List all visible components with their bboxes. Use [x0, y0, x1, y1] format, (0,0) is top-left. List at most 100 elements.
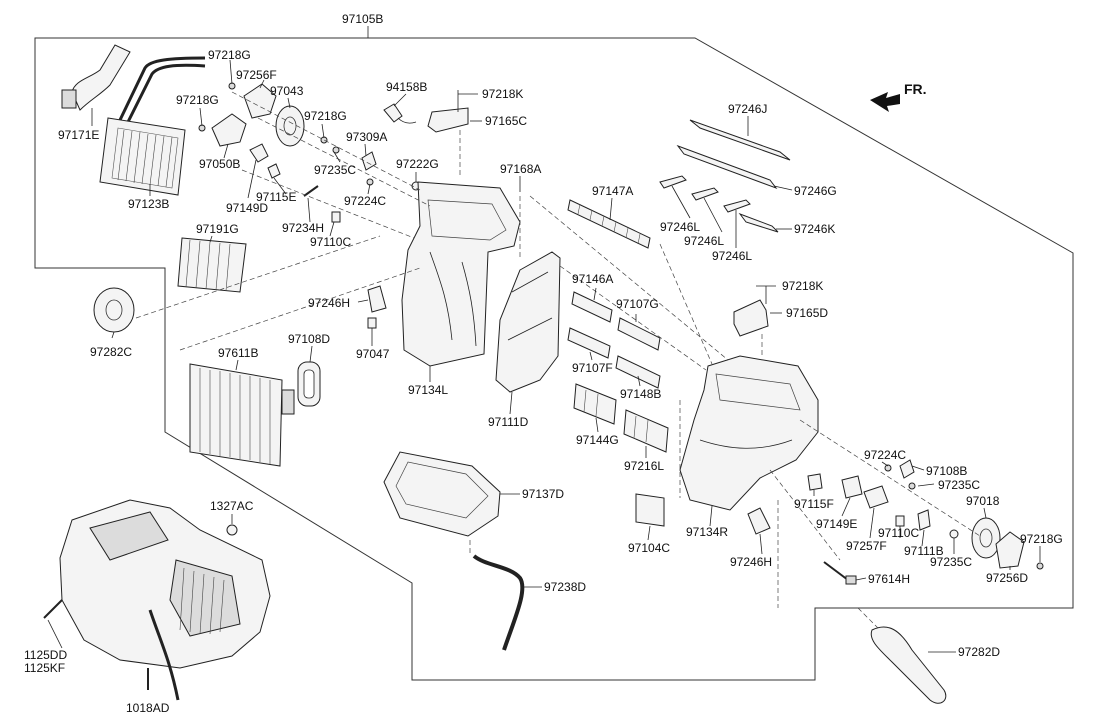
label-1327AC: 1327AC — [210, 499, 254, 513]
label-97246L: 97246L — [684, 234, 724, 248]
bracket-97165D — [733, 299, 769, 337]
link-97115E — [267, 163, 281, 179]
label-97134R: 97134R — [686, 525, 728, 539]
label-97235C: 97235C — [938, 478, 980, 492]
label-97218K: 97218K — [782, 279, 823, 293]
label-97144G: 97144G — [576, 433, 619, 447]
front-direction-arrow-icon — [870, 92, 900, 112]
label-97111B: 97111B — [904, 544, 944, 558]
screw-icon — [1036, 562, 1044, 570]
label-97148B: 97148B — [620, 387, 661, 401]
label-97018: 97018 — [966, 494, 1000, 508]
door-97107F — [567, 327, 611, 359]
label-97235C: 97235C — [314, 163, 356, 177]
label-97222G: 97222G — [396, 157, 439, 171]
seal-97246L-set — [659, 175, 751, 213]
label-97224C: 97224C — [864, 448, 906, 462]
label-97147A: 97147A — [592, 184, 633, 198]
nut-1327AC — [226, 524, 238, 536]
label-94158B: 94158B — [386, 80, 427, 94]
label-97246H: 97246H — [730, 555, 772, 569]
label-97110C: 97110C — [310, 235, 351, 249]
actuator-97257F — [863, 485, 889, 509]
label-97256F: 97256F — [236, 68, 277, 82]
arm-97108B — [899, 459, 915, 479]
seal-97246J — [689, 119, 791, 161]
clip-97110C-lower — [895, 515, 905, 527]
label-1125DD: 1125DD — [24, 648, 67, 662]
actuator-97256D — [995, 531, 1025, 569]
label-97149E: 97149E — [816, 517, 857, 531]
label-97146A: 97146A — [572, 272, 613, 286]
label-97134L: 97134L — [408, 383, 448, 397]
label-97107F: 97107F — [572, 361, 613, 375]
seal-97108D — [297, 361, 321, 407]
door-97107G — [617, 317, 661, 351]
washer-97235C — [949, 529, 959, 539]
hvac-unit-assembly — [59, 499, 271, 701]
label-97216L: 97216L — [624, 459, 664, 473]
link-97115F — [807, 473, 823, 491]
screw-icon — [332, 146, 340, 154]
sensor-97614H — [823, 561, 849, 581]
label-97105B: 97105B — [342, 12, 383, 26]
label-97149D: 97149D — [226, 201, 268, 215]
label-1018AD: 1018AD — [126, 701, 170, 715]
label-97218G: 97218G — [208, 48, 251, 62]
label-97107G: 97107G — [616, 297, 659, 311]
sensor-connector — [845, 575, 857, 585]
screw-icon — [884, 464, 892, 472]
fan-97043 — [275, 105, 305, 147]
bolt-1125DD — [43, 599, 63, 619]
assembly-outline — [34, 37, 1074, 681]
label-97047: 97047 — [356, 347, 390, 361]
duct-97137D — [383, 451, 501, 537]
label-97224C: 97224C — [344, 194, 386, 208]
label-97611B: 97611B — [218, 346, 258, 360]
label-97191G: 97191G — [196, 222, 239, 236]
label-1125KF: 1125KF — [24, 661, 65, 675]
label-97108B: 97108B — [926, 464, 967, 478]
door-97146A — [571, 291, 613, 323]
seal-97104C — [635, 493, 665, 527]
heater-core — [99, 117, 186, 196]
label-97246H: 97246H — [308, 296, 350, 310]
label-97115F: 97115F — [794, 497, 834, 511]
clip-97110C — [331, 211, 341, 223]
seal-97246G — [676, 144, 778, 190]
label-97246K: 97246K — [794, 222, 835, 236]
assembly-dashed-lines — [135, 91, 981, 629]
label-97218G: 97218G — [304, 109, 347, 123]
label-97168A: 97168A — [500, 162, 541, 176]
label-97614H: 97614H — [868, 572, 910, 586]
label-97218G: 97218G — [176, 93, 219, 107]
leader-lines — [47, 59, 1041, 653]
actuator-97050B — [211, 113, 247, 147]
label-97246L: 97246L — [660, 220, 700, 234]
label-97256D: 97256D — [986, 571, 1028, 585]
blower-motor-97282C — [93, 287, 135, 333]
evaporator-97611B — [189, 363, 295, 467]
screw-icon — [908, 482, 916, 490]
fan-97018 — [971, 517, 1001, 559]
label-97238D: 97238D — [544, 580, 586, 594]
label-97257F: 97257F — [846, 539, 887, 553]
door-97216L — [623, 409, 669, 453]
label-97043: 97043 — [270, 84, 304, 98]
label-97123B: 97123B — [128, 197, 169, 211]
label-97111D: 97111D — [488, 415, 529, 429]
seal-97246H-upper — [367, 285, 387, 313]
direction-label: FR. — [904, 81, 927, 97]
door-97148B — [615, 355, 661, 389]
label-97282D: 97282D — [958, 645, 1000, 659]
label-97137D: 97137D — [522, 487, 564, 501]
label-97104C: 97104C — [628, 541, 670, 555]
label-97171E: 97171E — [58, 128, 99, 142]
seal-97246K — [738, 212, 779, 233]
label-97115E: 97115E — [256, 190, 296, 204]
bracket-97165C — [427, 107, 469, 133]
label-97218G: 97218G — [1020, 532, 1063, 546]
case-left-97134L — [401, 181, 521, 367]
sensor-94158B — [383, 103, 417, 124]
